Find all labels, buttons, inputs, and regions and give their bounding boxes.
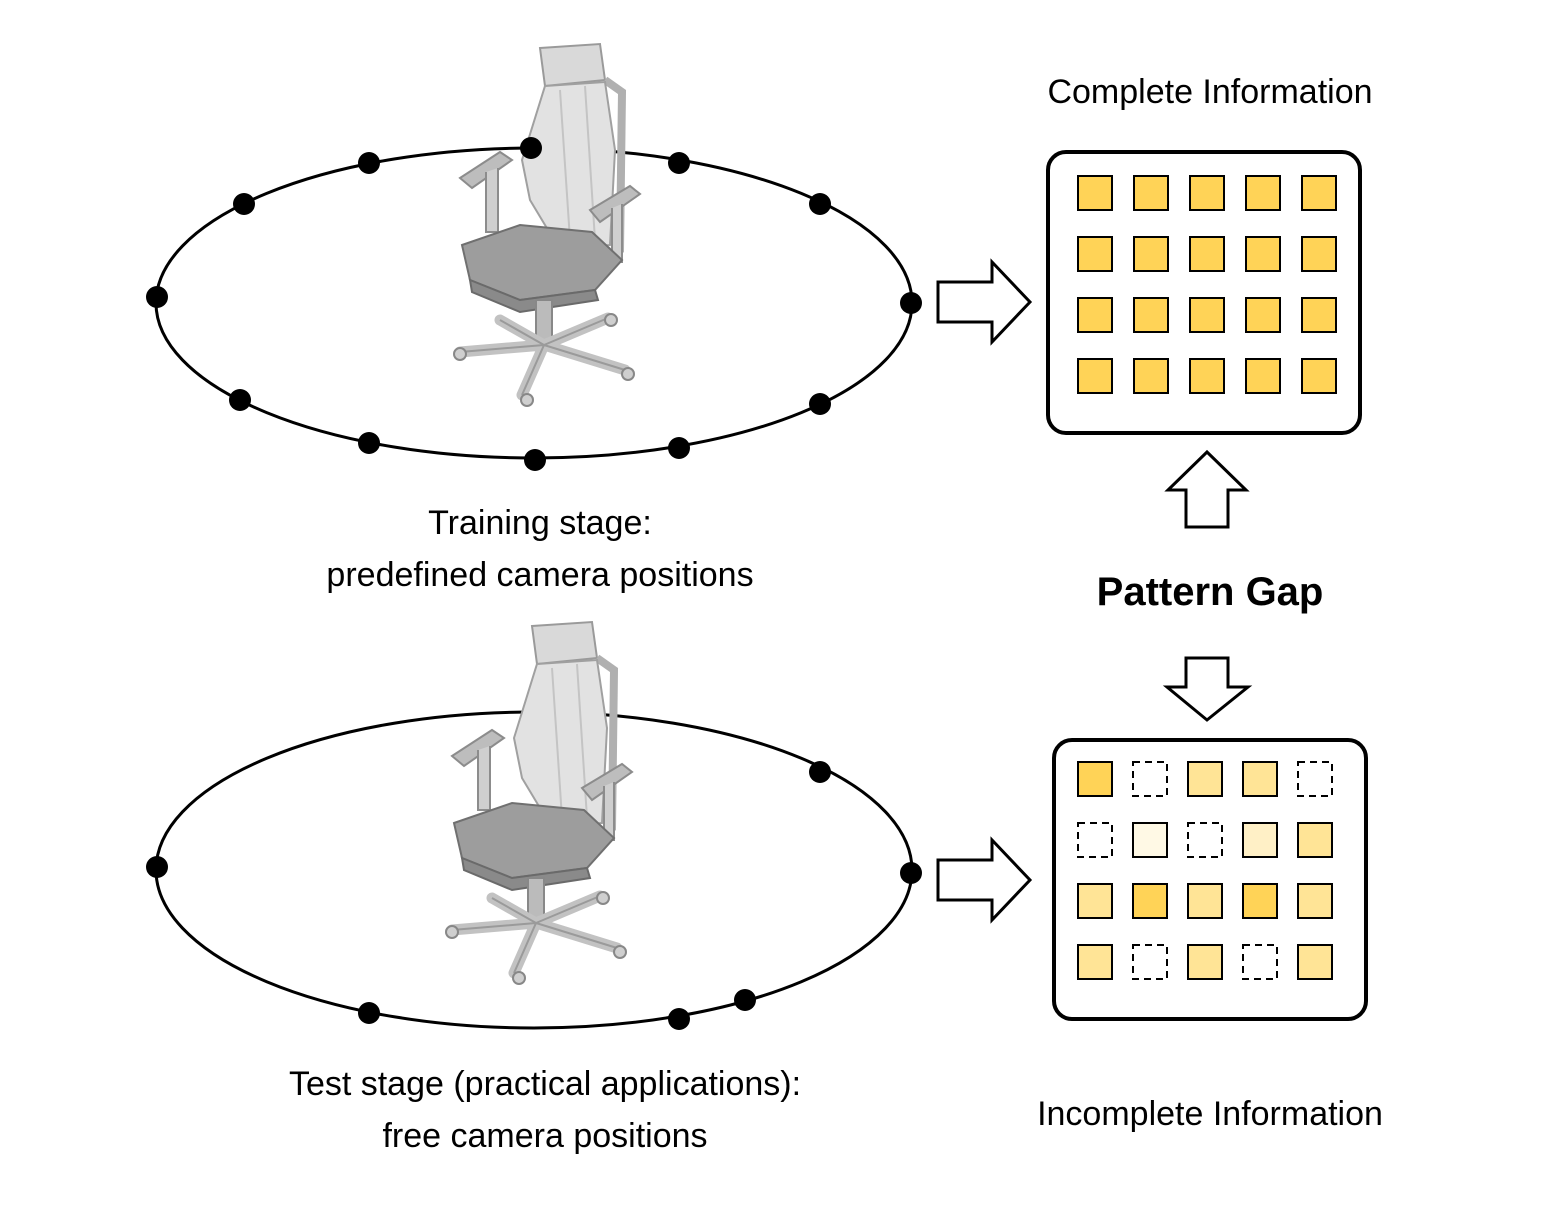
training-caption-line2: predefined camera positions (326, 556, 754, 594)
feature-cell (1301, 297, 1337, 333)
test-stage-caption: Test stage (practical applications): fre… (160, 1058, 930, 1162)
feature-cell (1245, 236, 1281, 272)
feature-cell (1242, 761, 1278, 797)
missing-feature-cell (1132, 761, 1168, 797)
test-chair-model (446, 622, 632, 984)
feature-cell (1297, 944, 1333, 980)
camera-position-dot (809, 193, 831, 215)
camera-position-dot (668, 1008, 690, 1030)
feature-cell (1077, 175, 1113, 211)
complete-information-panel (1046, 150, 1362, 435)
training-stage-caption: Training stage: predefined camera positi… (200, 497, 880, 601)
feature-cell (1077, 761, 1113, 797)
training-chair-model (454, 44, 640, 406)
camera-position-dot (524, 449, 546, 471)
incomplete-information-label: Incomplete Information (1037, 1095, 1383, 1133)
feature-cell (1301, 175, 1337, 211)
arrow-right-icon (936, 836, 1033, 924)
training-caption-line1: Training stage: (428, 504, 652, 542)
feature-cell (1245, 297, 1281, 333)
camera-position-dot (520, 137, 542, 159)
pattern-gap-label: Pattern Gap (1096, 570, 1324, 614)
camera-position-dot (668, 437, 690, 459)
camera-position-dot (229, 389, 251, 411)
camera-position-dot (146, 856, 168, 878)
feature-cell (1189, 297, 1225, 333)
feature-cell (1187, 944, 1223, 980)
missing-feature-cell (1077, 822, 1113, 858)
feature-cell (1133, 358, 1169, 394)
feature-cell (1297, 883, 1333, 919)
feature-cell (1242, 883, 1278, 919)
feature-cell (1187, 761, 1223, 797)
complete-feature-grid (1077, 175, 1337, 394)
missing-feature-cell (1187, 822, 1223, 858)
feature-cell (1132, 883, 1168, 919)
feature-cell (1297, 822, 1333, 858)
feature-cell (1242, 822, 1278, 858)
camera-position-dot (809, 761, 831, 783)
camera-position-dot (900, 862, 922, 884)
test-caption-line2: free camera positions (382, 1117, 708, 1155)
camera-position-dot (233, 193, 255, 215)
feature-cell (1187, 883, 1223, 919)
camera-position-dot (358, 152, 380, 174)
missing-feature-cell (1132, 944, 1168, 980)
feature-cell (1077, 883, 1113, 919)
feature-cell (1245, 175, 1281, 211)
feature-cell (1189, 175, 1225, 211)
arrow-right-icon (936, 258, 1033, 346)
feature-cell (1077, 944, 1113, 980)
missing-feature-cell (1297, 761, 1333, 797)
feature-cell (1133, 236, 1169, 272)
camera-position-dot (900, 292, 922, 314)
arrow-up-icon (1164, 449, 1250, 529)
camera-position-dot (358, 1002, 380, 1024)
arrow-down-icon (1162, 656, 1253, 722)
feature-cell (1189, 358, 1225, 394)
camera-position-dot (358, 432, 380, 454)
incomplete-information-panel (1052, 738, 1368, 1021)
feature-cell (1301, 358, 1337, 394)
feature-cell (1133, 175, 1169, 211)
feature-cell (1132, 822, 1168, 858)
camera-position-dot (734, 989, 756, 1011)
incomplete-feature-grid (1077, 761, 1333, 980)
feature-cell (1077, 297, 1113, 333)
feature-cell (1189, 236, 1225, 272)
feature-cell (1301, 236, 1337, 272)
test-caption-line1: Test stage (practical applications): (288, 1065, 802, 1103)
feature-cell (1077, 358, 1113, 394)
camera-position-dot (668, 152, 690, 174)
camera-position-dot (809, 393, 831, 415)
test-camera-dots (146, 761, 922, 1030)
camera-position-dot (146, 286, 168, 308)
feature-cell (1077, 236, 1113, 272)
training-camera-dots (146, 137, 922, 471)
missing-feature-cell (1242, 944, 1278, 980)
feature-cell (1133, 297, 1169, 333)
feature-cell (1245, 358, 1281, 394)
complete-information-label: Complete Information (1047, 73, 1373, 111)
